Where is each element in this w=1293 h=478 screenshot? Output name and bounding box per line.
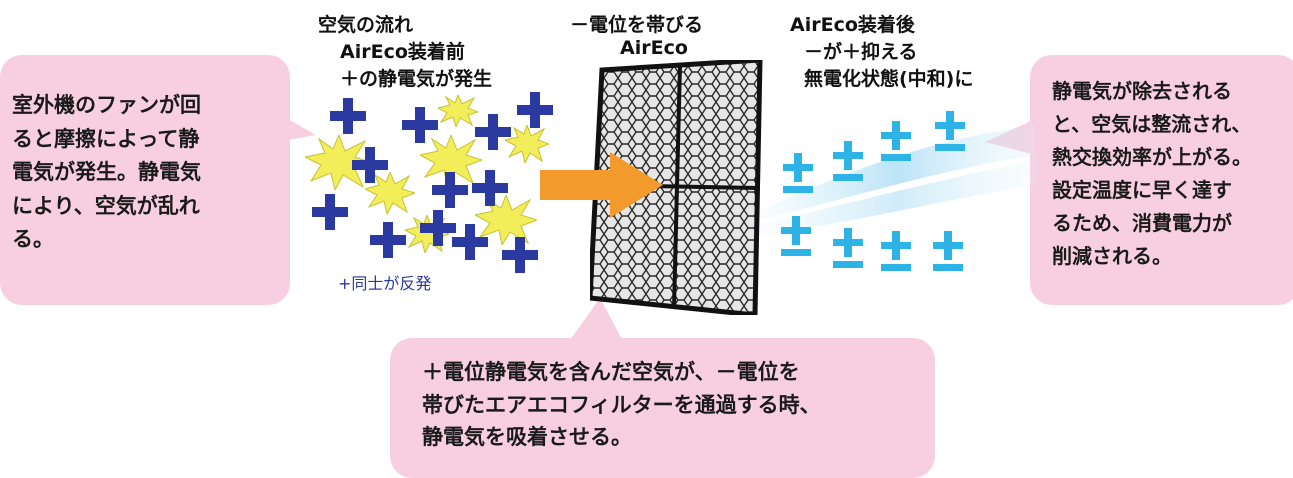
spark-icon bbox=[420, 135, 482, 185]
bottom-bubble-tail bbox=[568, 298, 624, 343]
plus-charge-icon bbox=[472, 170, 508, 206]
left-bubble-line: ると摩擦によって静 bbox=[12, 126, 200, 151]
neutral-charge-icon bbox=[935, 111, 965, 151]
bottom-bubble-line: ＋電位静電気を含んだ空気が、－電位を bbox=[422, 360, 800, 384]
plus-charge-icon bbox=[352, 147, 388, 183]
plus-charge-icon bbox=[475, 114, 511, 150]
spark-icon bbox=[305, 135, 373, 190]
right-bubble: 静電気が除去される と、空気は整流され、 熱交換効率が上がる。 設定温度に早く達… bbox=[1030, 55, 1293, 305]
plus-charge-icon bbox=[420, 210, 456, 246]
plus-charge-icon bbox=[517, 92, 553, 128]
bottom-bubble: ＋電位静電気を含んだ空気が、－電位を 帯びたエアエコフィルターを通過する時、 静… bbox=[390, 338, 935, 478]
neutral-charge-icon bbox=[881, 121, 911, 161]
plus-charge-icon bbox=[432, 172, 468, 208]
neutral-charge-icon bbox=[783, 153, 813, 193]
label-repel: +同士が反発 bbox=[338, 274, 432, 293]
plus-charge-icon bbox=[402, 107, 438, 143]
plus-charge-icon bbox=[452, 224, 488, 260]
spark-icon bbox=[475, 195, 537, 245]
left-bubble: 室外機のファンが回 ると摩擦によって静 電気が発生。静電気 により、空気が乱れ … bbox=[0, 55, 290, 305]
plus-charge-icon bbox=[370, 222, 406, 258]
spark-icon bbox=[365, 172, 415, 214]
bottom-bubble-line: 静電気を吸着させる。 bbox=[422, 425, 632, 450]
label-line: AirEco装着前 bbox=[340, 41, 465, 63]
right-bubble-line: と、空気は整流され、 bbox=[1052, 112, 1252, 136]
neutral-charge-icon bbox=[833, 141, 863, 181]
neutral-charge-icon bbox=[881, 231, 911, 271]
right-bubble-line: 設定温度に早く達す bbox=[1052, 178, 1232, 202]
spark-icon bbox=[438, 95, 478, 127]
neutral-charge-icon bbox=[833, 228, 863, 268]
aireco-filter bbox=[590, 60, 763, 315]
label-line: AirEco装着後 bbox=[790, 14, 915, 36]
airflow-streak bbox=[760, 125, 1035, 235]
label-after: AirEco装着後 －が＋抑える 無電化状態(中和)に bbox=[790, 10, 973, 91]
airflow-arrow-icon bbox=[540, 152, 663, 218]
left-bubble-line: 室外機のファンが回 bbox=[12, 93, 201, 117]
label-line: 無電化状態(中和)に bbox=[804, 68, 974, 90]
neutral-charge-icon bbox=[781, 216, 811, 256]
right-bubble-line: るため、消費電力が bbox=[1052, 211, 1232, 235]
neutral-charge-icon bbox=[933, 231, 963, 271]
right-bubble-line: 熱交換効率が上がる。 bbox=[1052, 145, 1252, 169]
right-bubble-line: 静電気が除去される bbox=[1052, 79, 1232, 103]
plus-charge-icon bbox=[502, 237, 538, 273]
plus-charge-icon bbox=[312, 194, 348, 230]
label-line: AirEco bbox=[620, 37, 688, 59]
left-bubble-line: 電気が発生。静電気 bbox=[12, 160, 201, 185]
label-line: －電位を帯びる bbox=[570, 14, 704, 36]
label-line: ＋の静電気が発生 bbox=[340, 68, 493, 90]
label-line: 空気の流れ bbox=[318, 14, 414, 36]
left-bubble-line: る。 bbox=[12, 227, 54, 252]
label-before: 空気の流れ AirEco装着前 ＋の静電気が発生 bbox=[318, 10, 492, 91]
label-line: －が＋抑える bbox=[804, 41, 918, 63]
spark-icon bbox=[505, 125, 549, 163]
plus-charge-icon bbox=[330, 98, 366, 134]
left-bubble-line: により、空気が乱れ bbox=[12, 193, 200, 218]
label-filter: －電位を帯びる AirEco bbox=[570, 10, 703, 59]
right-bubble-line: 削減される。 bbox=[1052, 244, 1172, 268]
bottom-bubble-line: 帯びたエアエコフィルターを通過する時、 bbox=[422, 392, 821, 417]
